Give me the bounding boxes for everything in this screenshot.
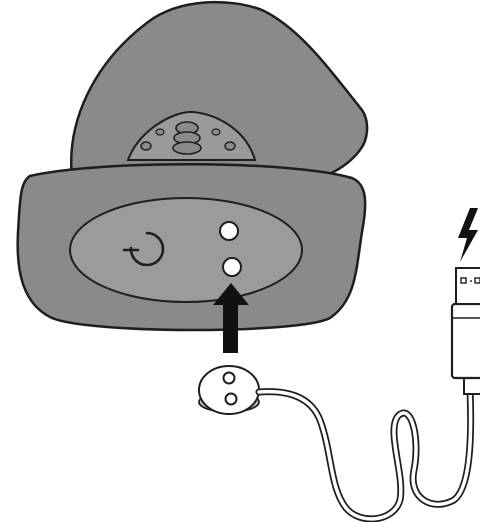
arrow-up-icon — [213, 283, 249, 353]
lightning-bolt-icon — [458, 208, 478, 262]
usb-plug-icon — [450, 267, 480, 395]
power-icon — [122, 231, 165, 267]
charging-cable — [255, 386, 475, 522]
connector-pin-top — [222, 371, 236, 385]
device-ribbed-ring — [126, 110, 257, 161]
control-panel — [69, 197, 303, 303]
magnetic-charger-connector — [198, 365, 260, 415]
connector-pin-bottom — [224, 392, 238, 406]
charging-contact-top — [219, 221, 239, 241]
charging-contact-bottom — [222, 257, 242, 277]
